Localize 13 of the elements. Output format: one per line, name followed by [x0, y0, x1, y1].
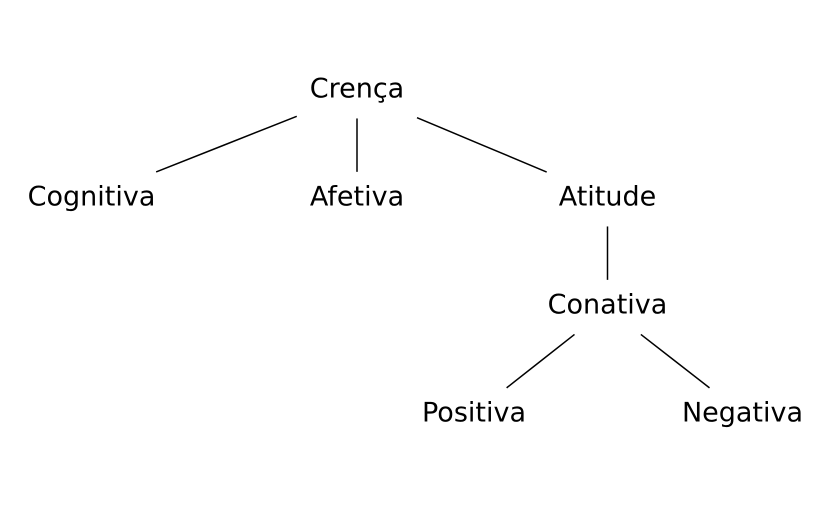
connector — [356, 118, 358, 172]
connector — [506, 334, 575, 388]
connector — [606, 226, 608, 280]
node-text: Positiva — [422, 398, 526, 429]
connector — [156, 116, 298, 173]
node-text: Afetiva — [310, 182, 404, 213]
connector — [416, 116, 547, 173]
node-text: Conativa — [548, 290, 668, 321]
node-text: Cognitiva — [28, 182, 156, 213]
connector — [640, 334, 710, 388]
node-text: Crença — [310, 74, 404, 105]
node-text: Atitude — [558, 182, 656, 213]
node-text: Negativa — [682, 398, 804, 429]
